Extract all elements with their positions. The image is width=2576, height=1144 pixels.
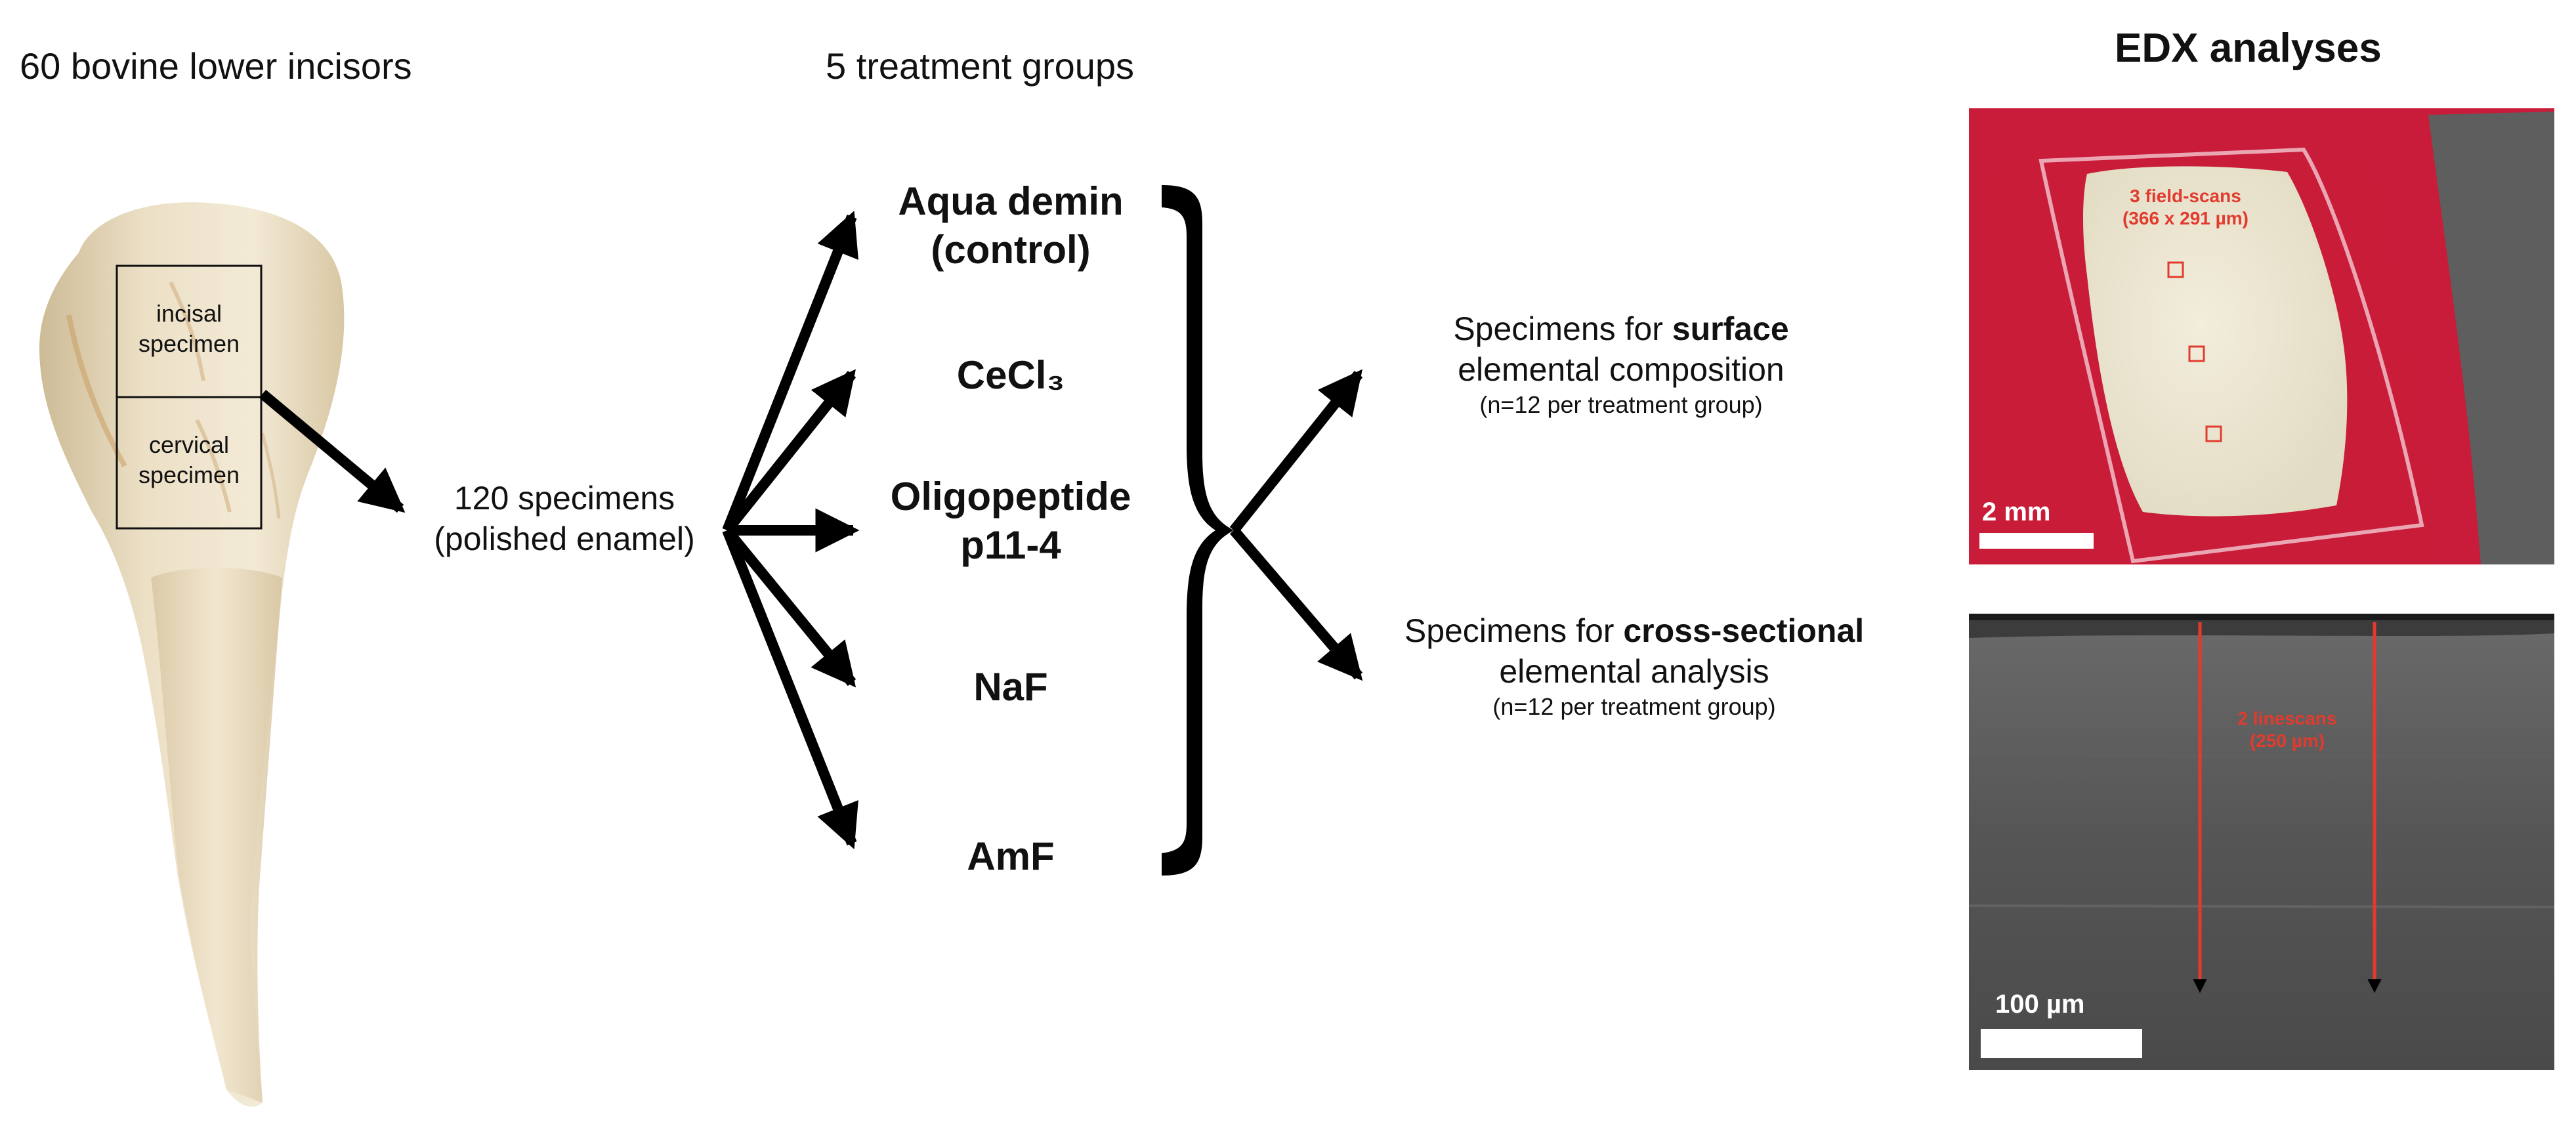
linescans-annotation: 2 linescans (250 µm) — [2195, 708, 2379, 752]
group-cecl3: CeCl₃ — [956, 353, 1065, 397]
outcome-cross-n: (n=12 per treatment group) — [1492, 693, 1776, 720]
field-scan-2 — [2188, 345, 2205, 362]
header-treatment-groups: 5 treatment groups — [826, 45, 1135, 87]
group-naf: NaF — [973, 665, 1048, 709]
outcome-cross-line2: elemental analysis — [1499, 653, 1769, 690]
specimens-label: 120 specimens (polished enamel) — [413, 478, 715, 559]
outcome-cross-bold: cross-sectional — [1623, 612, 1865, 649]
cross-scale-bar — [1981, 1029, 2142, 1058]
cervical-specimen-box — [116, 396, 263, 530]
outcome-surface-line2: elemental composition — [1458, 351, 1784, 388]
tooth-root — [151, 568, 282, 1103]
grouping-brace — [1162, 185, 1234, 876]
group-amf: AmF — [967, 834, 1055, 878]
outcome-cross-sectional: Specimens for cross-sectional elemental … — [1339, 610, 1930, 722]
outcome-surface-line1: Specimens for surface — [1372, 308, 1870, 349]
surface-scale-label: 2 mm — [1982, 498, 2051, 526]
group-oligopeptide-line2: p11-4 — [960, 523, 1061, 567]
field-scans-annotation: 3 field-scans (366 x 291 µm) — [2087, 185, 2284, 230]
linescans-label: 2 linescans — [2237, 708, 2337, 729]
header-incisors: 60 bovine lower incisors — [20, 45, 412, 87]
field-scans-label: 3 field-scans — [2130, 186, 2241, 206]
outcome-cross-prefix: Specimens for — [1404, 612, 1624, 649]
cervical-specimen-label: cervical specimen — [138, 431, 240, 488]
specimens-count: 120 specimens — [454, 480, 675, 517]
arrow-to-naf — [723, 526, 856, 688]
arrow-to-cross-sectional — [1229, 526, 1363, 681]
incisal-specimen-label: incisal specimen — [138, 300, 240, 357]
outcome-surface: Specimens for surface elemental composit… — [1372, 308, 1870, 420]
group-oligopeptide: Oligopeptide p11-4 — [860, 473, 1162, 570]
linescans-size: (250 µm) — [2249, 731, 2325, 751]
group-aqua-demin-line1: Aqua demin — [898, 179, 1124, 223]
arrow-to-cecl3 — [723, 369, 856, 534]
outcome-surface-bold: surface — [1672, 310, 1789, 347]
specimens-note: (polished enamel) — [434, 520, 695, 557]
group-aqua-demin-line2: (control) — [931, 228, 1091, 272]
cross-section-edx-photo — [1968, 614, 2555, 1070]
group-aqua-demin: Aqua demin (control) — [860, 177, 1162, 274]
sem-image-background — [1969, 614, 2554, 1070]
arrow-to-surface — [1229, 369, 1363, 534]
field-scans-size: (366 x 291 µm) — [2122, 208, 2249, 228]
arrow-to-amf — [722, 528, 858, 849]
outcome-surface-n: (n=12 per treatment group) — [1479, 391, 1763, 418]
fan-arrows — [722, 211, 860, 849]
field-scan-3 — [2205, 425, 2222, 442]
outcome-surface-prefix: Specimens for — [1453, 310, 1672, 347]
header-edx-analyses: EDX analyses — [2115, 26, 2382, 71]
surface-scale-bar — [1979, 533, 2094, 549]
outcome-cross-line1: Specimens for cross-sectional — [1339, 610, 1930, 651]
arrow-tooth-to-specimens — [259, 389, 406, 513]
enamel-surface — [2083, 166, 2348, 517]
field-scan-1 — [2167, 261, 2184, 278]
arrow-to-aqua-demin — [722, 211, 858, 532]
tooth-photo — [39, 202, 345, 1107]
cross-scale-label: 100 µm — [1995, 990, 2085, 1019]
group-oligopeptide-line1: Oligopeptide — [890, 475, 1131, 519]
surface-edx-photo — [1969, 108, 2554, 564]
